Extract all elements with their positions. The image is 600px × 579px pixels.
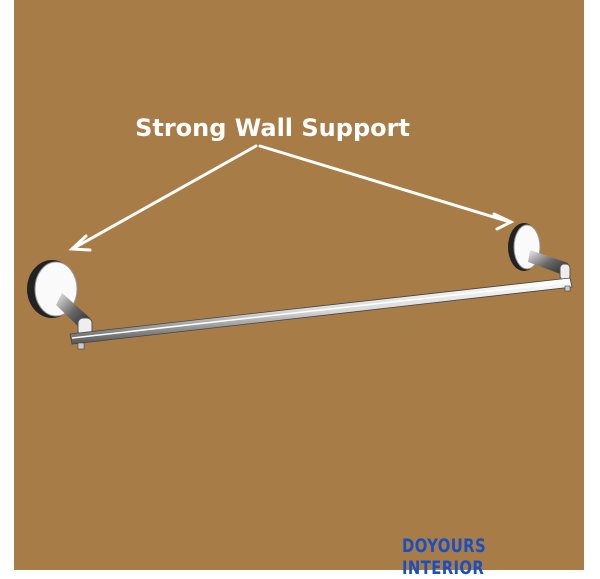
brand-logo-text: DOYOURS INTERIOR xyxy=(402,535,487,579)
towel-rod xyxy=(69,277,573,350)
arrow-right-icon xyxy=(258,144,515,231)
left-wall-bracket xyxy=(27,260,93,337)
product-background xyxy=(14,0,584,570)
right-wall-bracket xyxy=(508,223,571,281)
caption-strong-wall-support: Strong Wall Support xyxy=(135,114,410,142)
arrow-left-icon xyxy=(68,144,258,252)
